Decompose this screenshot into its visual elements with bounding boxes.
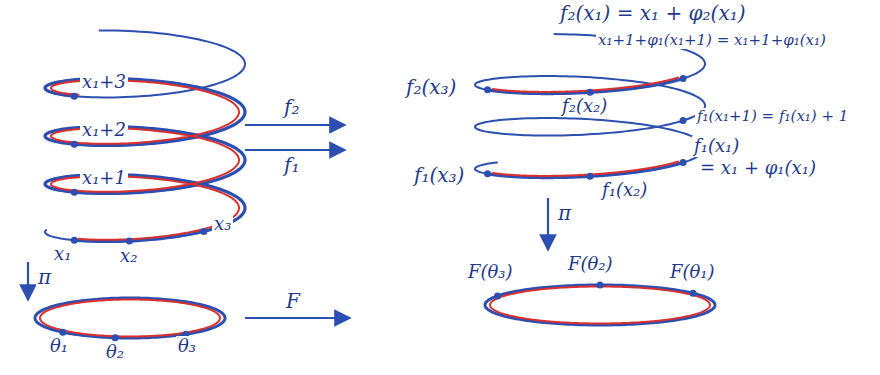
- map-arrow: [245, 149, 345, 151]
- math-label: x₂: [118, 246, 139, 267]
- math-label: θ₁: [48, 336, 70, 357]
- math-label: θ₂: [104, 342, 126, 363]
- helix-lift-red: [51, 80, 239, 240]
- math-label: f₂(x₂): [560, 96, 609, 117]
- circle-point: [112, 334, 119, 341]
- math-label: f₁(x₁+1) = f₁(x₁) + 1: [695, 108, 850, 125]
- math-label: F(θ₁): [668, 262, 717, 283]
- math-label: x₁+2: [80, 120, 128, 141]
- circle-point: [690, 290, 697, 297]
- image-arc-red: [493, 78, 678, 92]
- math-label: f₂(x₃): [404, 76, 458, 99]
- circle-red: [490, 287, 710, 324]
- lift-point: [71, 141, 78, 148]
- math-label: f₁(x₂): [600, 180, 649, 201]
- math-label: x₃: [212, 214, 233, 235]
- math-label: f₁(x₁): [692, 136, 741, 157]
- math-label: f₁: [282, 154, 301, 177]
- image-point: [484, 170, 491, 177]
- lift-point: [200, 228, 207, 235]
- math-label: x₁+1: [80, 168, 128, 189]
- math-label: x₁+1+φ₁(x₁+1) = x₁+1+φ₁(x₁): [596, 32, 828, 49]
- image-point: [484, 86, 491, 93]
- math-label: π: [36, 266, 53, 289]
- circle: [485, 285, 715, 325]
- helix-line: [475, 34, 705, 177]
- lift-point: [126, 237, 133, 244]
- math-label: x₁+3: [80, 72, 128, 93]
- math-label: θ₃: [176, 336, 198, 357]
- math-label: F: [284, 290, 302, 313]
- helix-lift: [45, 79, 245, 242]
- circle-red: [40, 300, 220, 337]
- circle-point: [597, 282, 604, 289]
- map-arrow: [245, 124, 345, 126]
- projection-arrow: [547, 198, 549, 250]
- image-point: [587, 173, 594, 180]
- math-label: f₂: [282, 96, 301, 119]
- math-label: F(θ₂): [566, 254, 615, 275]
- image-point: [680, 75, 687, 82]
- image-point: [680, 159, 687, 166]
- circle: [35, 298, 225, 338]
- math-label: x₁: [52, 244, 73, 265]
- math-label: F(θ₃): [466, 262, 515, 283]
- lift-point: [71, 189, 78, 196]
- circle-point: [59, 329, 66, 336]
- image-arc-red: [493, 162, 678, 176]
- helix-line: [45, 31, 245, 242]
- projection-arrow: [27, 262, 29, 300]
- math-label: π: [556, 202, 573, 225]
- image-point: [680, 117, 687, 124]
- math-label: f₁(x₃): [412, 164, 466, 187]
- math-label: = x₁ + φ₁(x₁): [698, 158, 818, 179]
- lift-point: [71, 237, 78, 244]
- map-arrow: [245, 317, 350, 319]
- lift-point: [71, 93, 78, 100]
- math-label: f₂(x₁) = x₁ + φ₂(x₁): [558, 2, 748, 25]
- image-point: [587, 89, 594, 96]
- circle-point: [494, 292, 501, 299]
